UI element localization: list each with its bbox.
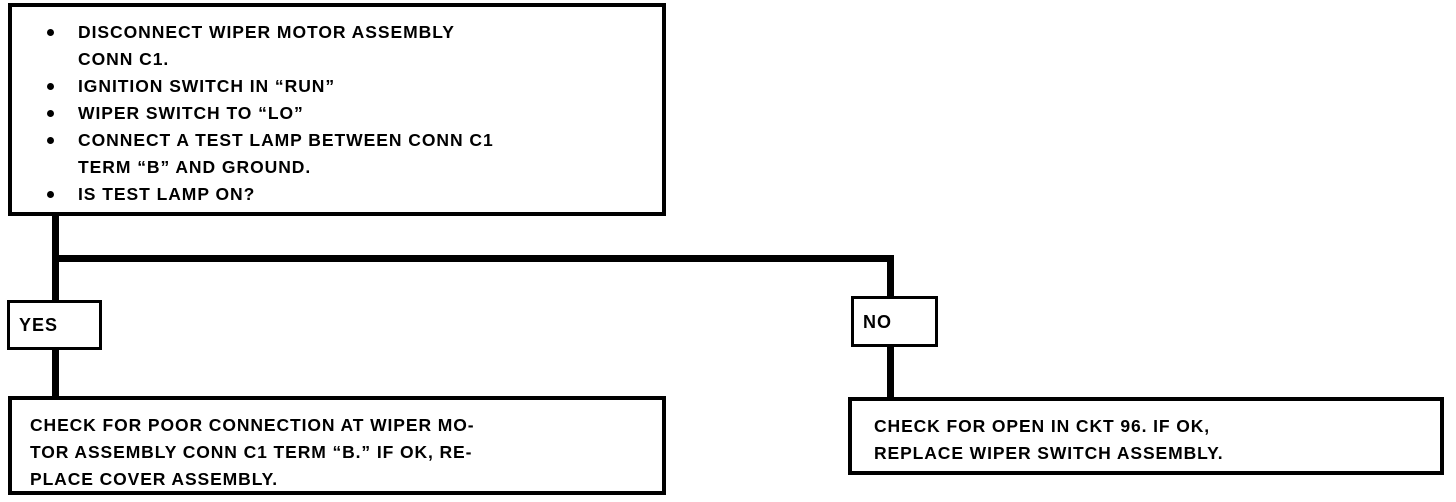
result-box-no: CHECK FOR OPEN IN CKT 96. IF OK, REPLACE… [848, 397, 1444, 475]
result-line: CHECK FOR POOR CONNECTION AT WIPER MO- [30, 415, 475, 435]
bullet-line: WIPER SWITCH TO “LO” [78, 103, 304, 123]
decision-label-no: NO [863, 311, 892, 332]
bullet-line: TERM “B” AND GROUND. [78, 157, 312, 177]
result-line: REPLACE WIPER SWITCH ASSEMBLY. [874, 443, 1224, 463]
result-line: TOR ASSEMBLY CONN C1 TERM “B.” IF OK, RE… [30, 442, 473, 462]
bullet-dot-icon [47, 191, 54, 198]
list-item: IS TEST LAMP ON? [34, 181, 494, 208]
bullet-dot-icon [47, 83, 54, 90]
decision-box-yes: YES [7, 300, 102, 350]
result-text-yes: CHECK FOR POOR CONNECTION AT WIPER MO- T… [30, 412, 654, 493]
bullet-dot-icon [47, 137, 54, 144]
bullet-line: IS TEST LAMP ON? [78, 184, 256, 204]
list-item: IGNITION SWITCH IN “RUN” [34, 73, 494, 100]
connector-branch-horizontal [52, 255, 894, 262]
result-box-yes: CHECK FOR POOR CONNECTION AT WIPER MO- T… [8, 396, 666, 495]
connector-no-result-vertical [887, 345, 894, 399]
list-item: WIPER SWITCH TO “LO” [34, 100, 494, 127]
connector-yes-result-vertical [52, 348, 59, 398]
list-item: CONNECT A TEST LAMP BETWEEN CONN C1 TERM… [34, 127, 494, 181]
result-line: PLACE COVER ASSEMBLY. [30, 469, 279, 489]
connector-no-vertical [887, 255, 894, 299]
decision-box-no: NO [851, 296, 938, 347]
bullet-line: DISCONNECT WIPER MOTOR ASSEMBLY [78, 22, 455, 42]
bullet-line: CONNECT A TEST LAMP BETWEEN CONN C1 [78, 130, 494, 150]
bullet-dot-icon [47, 110, 54, 117]
test-conditions-box: DISCONNECT WIPER MOTOR ASSEMBLY CONN C1.… [8, 3, 666, 216]
bullet-dot-icon [47, 29, 54, 36]
result-line: CHECK FOR OPEN IN CKT 96. IF OK, [874, 416, 1211, 436]
list-item: DISCONNECT WIPER MOTOR ASSEMBLY CONN C1. [34, 19, 494, 73]
bullet-line: CONN C1. [78, 49, 170, 69]
result-text-no: CHECK FOR OPEN IN CKT 96. IF OK, REPLACE… [874, 413, 1432, 467]
bullet-line: IGNITION SWITCH IN “RUN” [78, 76, 336, 96]
decision-label-yes: YES [19, 315, 59, 335]
test-conditions-list: DISCONNECT WIPER MOTOR ASSEMBLY CONN C1.… [34, 19, 494, 208]
